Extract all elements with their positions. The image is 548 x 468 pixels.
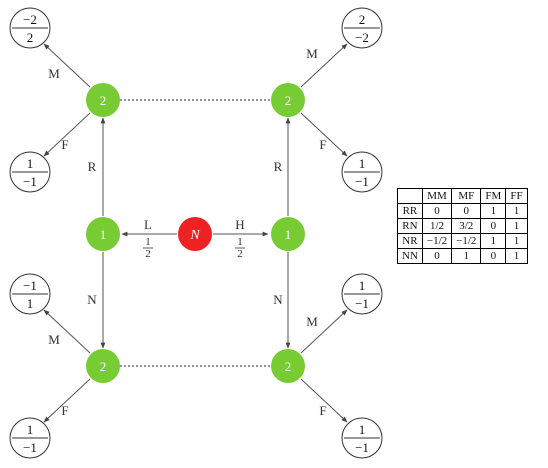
table-cell: 1 xyxy=(480,203,507,219)
svg-text:−1: −1 xyxy=(355,440,369,455)
table-cell: 1 xyxy=(480,233,507,249)
svg-text:1: 1 xyxy=(359,422,366,437)
edge-lt-f xyxy=(43,112,91,157)
svg-text:1: 1 xyxy=(285,227,292,242)
svg-text:1: 1 xyxy=(145,236,151,248)
table-header-cell: FF xyxy=(505,188,528,204)
payoff-lb-m: −1 1 xyxy=(9,273,51,315)
svg-text:1: 1 xyxy=(359,156,366,171)
svg-text:1: 1 xyxy=(359,278,366,293)
table-header-cell: FM xyxy=(480,188,507,204)
label-nature-left: L xyxy=(144,217,152,232)
table-header-cell: MF xyxy=(451,188,482,204)
edge-rb-m xyxy=(300,309,348,354)
edge-rb-f xyxy=(300,378,348,423)
label-rb-f: F xyxy=(319,403,326,418)
svg-text:2: 2 xyxy=(27,30,34,45)
player1-node-left: 1 xyxy=(86,217,120,251)
svg-text:2: 2 xyxy=(359,12,366,27)
prob-nature-right: 1 2 xyxy=(235,236,245,260)
label-nature-right: H xyxy=(235,217,244,232)
edge-rt-f xyxy=(300,112,348,157)
table-cell: RN xyxy=(397,218,423,234)
svg-text:−2: −2 xyxy=(23,12,37,27)
table-cell: 0 xyxy=(421,203,453,219)
table-row: RN 1/2 3/2 0 1 xyxy=(397,218,528,234)
table-header-row: MM MF FM FF xyxy=(397,188,528,204)
table-header-cell xyxy=(397,188,423,204)
label-lt-f: F xyxy=(61,137,68,152)
edge-lt-m xyxy=(43,43,91,88)
table-cell: 0 xyxy=(480,218,507,234)
svg-text:−2: −2 xyxy=(355,30,369,45)
svg-text:2: 2 xyxy=(285,359,292,374)
label-left-up: R xyxy=(88,159,97,174)
svg-text:2: 2 xyxy=(285,93,292,108)
payoff-table: MM MF FM FF RR 0 0 1 1 RN 1/2 3/2 0 1 NR… xyxy=(397,188,528,264)
table-cell: −1/2 xyxy=(451,233,482,249)
player2-node-right-bottom: 2 xyxy=(271,349,305,383)
table-cell: 1 xyxy=(505,203,528,219)
payoff-lt-m: −2 2 xyxy=(9,7,51,49)
player2-node-left-bottom: 2 xyxy=(86,349,120,383)
payoff-rt-f: 1 −1 xyxy=(341,151,383,193)
label-rt-m: M xyxy=(306,46,318,61)
label-rt-f: F xyxy=(319,137,326,152)
payoff-lb-f: 1 −1 xyxy=(9,417,51,459)
svg-text:1: 1 xyxy=(27,156,34,171)
table-cell: 1 xyxy=(505,248,528,264)
player2-node-right-top: 2 xyxy=(271,83,305,117)
svg-text:−1: −1 xyxy=(23,440,37,455)
table-cell: NN xyxy=(397,248,423,264)
svg-text:1: 1 xyxy=(27,296,34,311)
table-cell: 1 xyxy=(505,218,528,234)
svg-text:1: 1 xyxy=(100,227,107,242)
edge-rt-m xyxy=(300,43,348,88)
label-lb-f: F xyxy=(61,403,68,418)
edge-lb-f xyxy=(43,378,91,423)
svg-text:2: 2 xyxy=(237,248,243,260)
svg-text:2: 2 xyxy=(100,93,107,108)
label-right-down: N xyxy=(273,292,283,307)
table-cell: RR xyxy=(397,203,423,219)
svg-text:−1: −1 xyxy=(23,278,37,293)
payoff-rt-m: 2 −2 xyxy=(341,7,383,49)
label-rb-m: M xyxy=(306,314,318,329)
svg-text:−1: −1 xyxy=(355,174,369,189)
payoff-rb-f: 1 −1 xyxy=(341,417,383,459)
svg-text:2: 2 xyxy=(100,359,107,374)
table-cell: 0 xyxy=(421,248,453,264)
table-cell: 0 xyxy=(451,203,482,219)
label-lb-m: M xyxy=(48,332,60,347)
label-right-up: R xyxy=(274,159,283,174)
svg-text:2: 2 xyxy=(145,248,151,260)
svg-text:1: 1 xyxy=(27,422,34,437)
nature-node: N xyxy=(178,217,212,251)
svg-text:1: 1 xyxy=(237,236,243,248)
svg-text:N: N xyxy=(189,228,200,243)
label-left-down: N xyxy=(87,292,97,307)
payoff-lt-f: 1 −1 xyxy=(9,151,51,193)
table-row: NR −1/2 −1/2 1 1 xyxy=(397,233,528,249)
table-row: RR 0 0 1 1 xyxy=(397,203,528,219)
table-cell: NR xyxy=(397,233,423,249)
table-cell: 1 xyxy=(505,233,528,249)
label-lt-m: M xyxy=(48,66,60,81)
table-cell: −1/2 xyxy=(421,233,453,249)
table-cell: 0 xyxy=(480,248,507,264)
svg-text:−1: −1 xyxy=(355,296,369,311)
svg-text:−1: −1 xyxy=(23,174,37,189)
table-cell: 1/2 xyxy=(421,218,453,234)
prob-nature-left: 1 2 xyxy=(143,236,153,260)
table-header-cell: MM xyxy=(421,188,453,204)
table-row: NN 0 1 0 1 xyxy=(397,248,528,264)
player1-node-right: 1 xyxy=(271,217,305,251)
player2-node-left-top: 2 xyxy=(86,83,120,117)
edge-lb-m xyxy=(43,309,91,354)
payoff-rb-m: 1 −1 xyxy=(341,273,383,315)
table-cell: 3/2 xyxy=(451,218,482,234)
table-cell: 1 xyxy=(451,248,482,264)
